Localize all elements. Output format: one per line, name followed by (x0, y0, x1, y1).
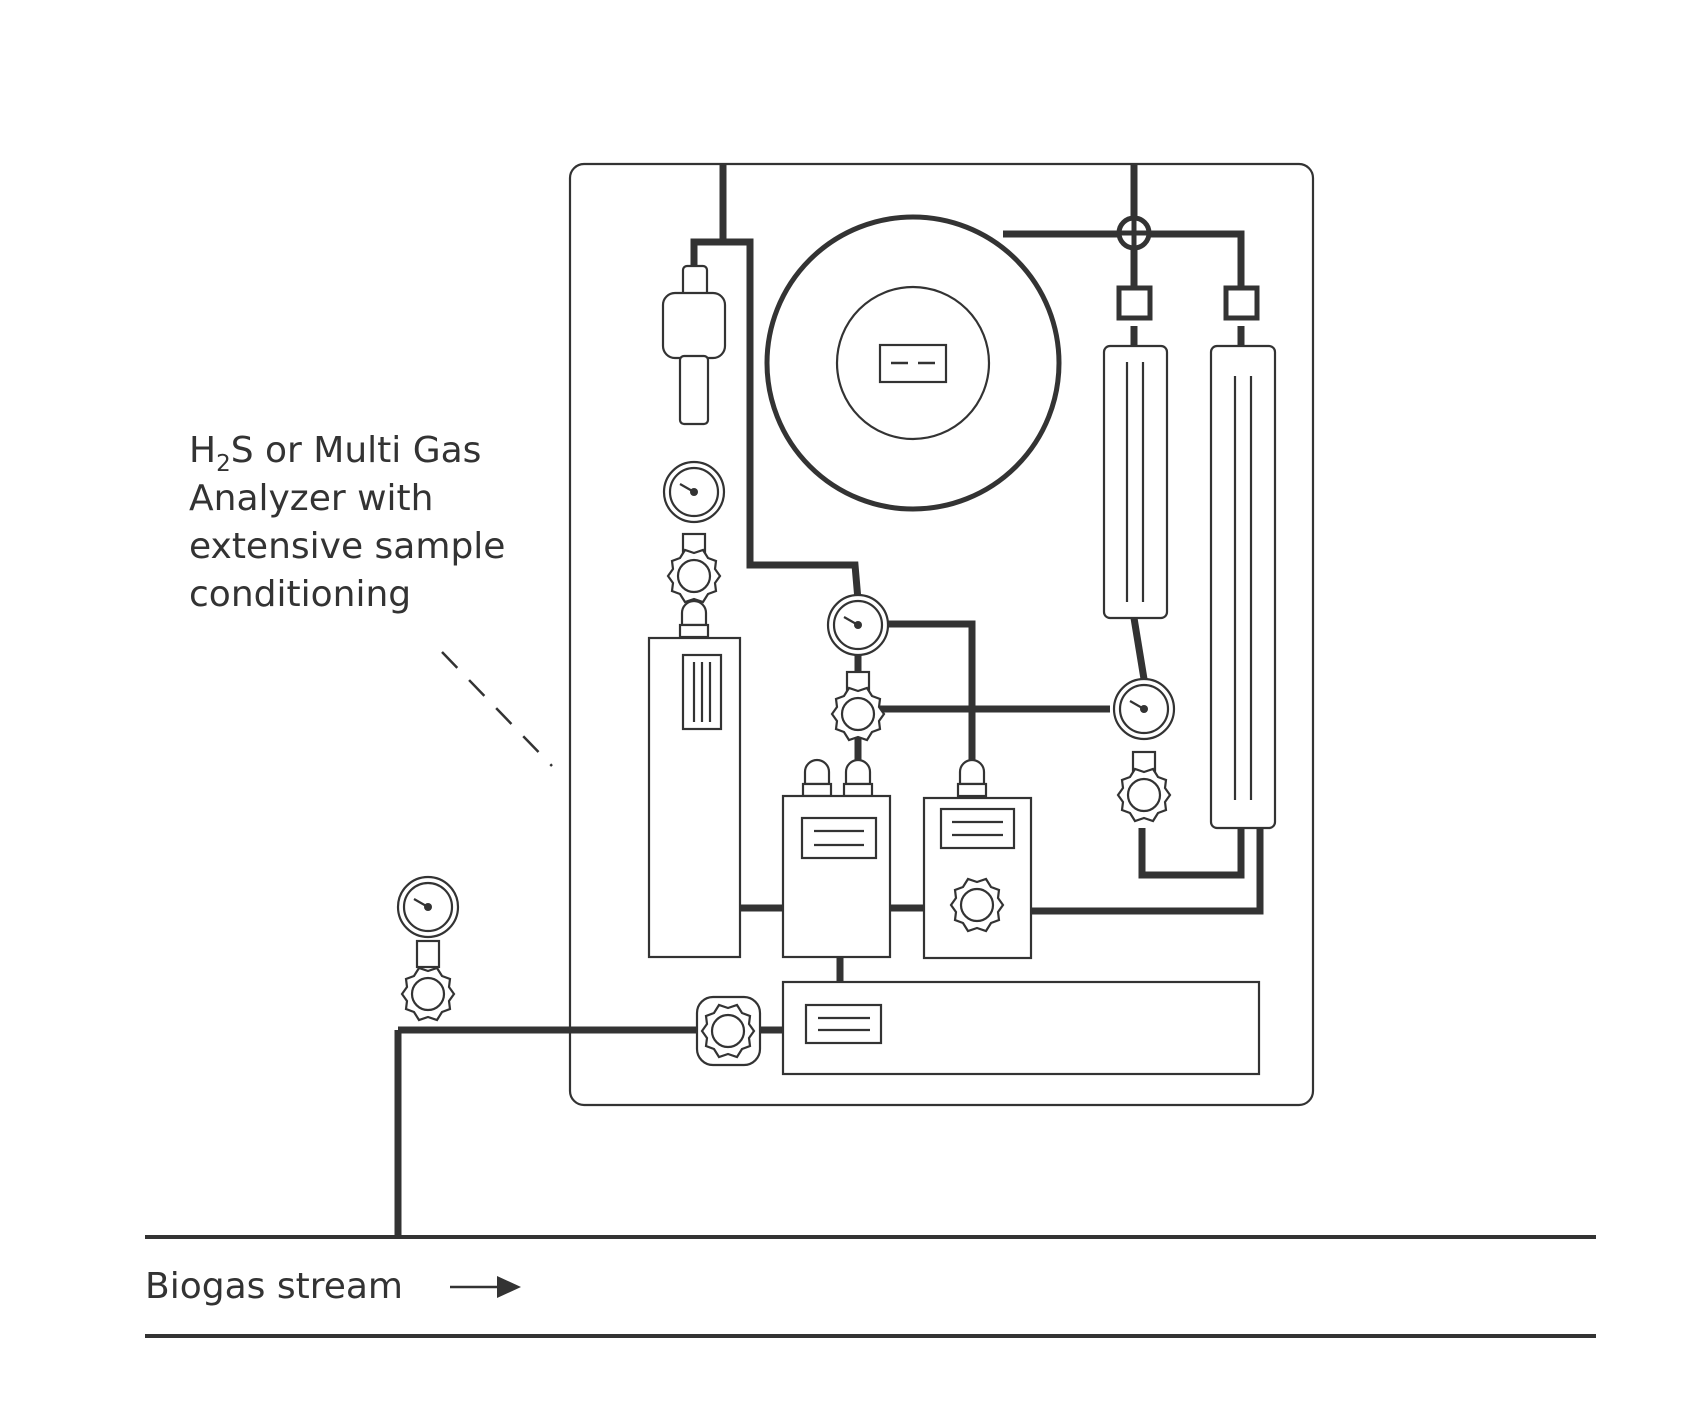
sensor-module-2 (922, 796, 1033, 960)
filter-valve-knob (666, 548, 722, 604)
sensor-module-1-cap-b (842, 758, 874, 798)
process-tubing (394, 164, 1264, 1238)
tee-junction-icon (1116, 215, 1152, 251)
analyzer-module-cap (678, 599, 710, 639)
inlet-valve-knob (400, 966, 456, 1022)
coalescing-filter (661, 264, 727, 426)
control-strip (781, 980, 1261, 1076)
filter-column-1 (1102, 344, 1169, 620)
biogas-stream: Biogas stream (145, 1235, 1596, 1338)
filter-pressure-gauge (662, 460, 726, 524)
inlet-pressure-gauge (396, 875, 460, 939)
column-2-fitting (1223, 285, 1260, 321)
sensor-module-2-cap (956, 758, 988, 798)
analyzer-annotation: H2S or Multi Gas Analyzer with extensive… (189, 430, 553, 767)
annotation-line-2: Analyzer with (189, 478, 433, 519)
annotation-line-1: H2S or Multi Gas (189, 430, 481, 477)
sensor-module-1 (781, 794, 892, 959)
right-pressure-gauge (1112, 677, 1176, 741)
stream-label: Biogas stream (145, 1266, 403, 1307)
analyzer-module (647, 636, 742, 959)
sensor-module-1-cap-a (801, 758, 833, 798)
filter-column-2 (1209, 344, 1277, 830)
annotation-line-3: extensive sample (189, 526, 505, 567)
right-valve-knob (1116, 767, 1172, 823)
sample-pump (695, 995, 762, 1067)
inlet-valve-stem (415, 939, 441, 969)
column-1-fitting (1116, 285, 1153, 321)
annotation-line-4: conditioning (189, 574, 411, 615)
middle-pressure-gauge (826, 593, 890, 657)
flow-arrow-icon (450, 1276, 521, 1298)
middle-valve-knob (830, 686, 886, 742)
annotation-leader-line (441, 651, 553, 767)
analyzer-enclosure (568, 162, 1315, 1107)
analyzer-display-dial (764, 214, 1062, 512)
